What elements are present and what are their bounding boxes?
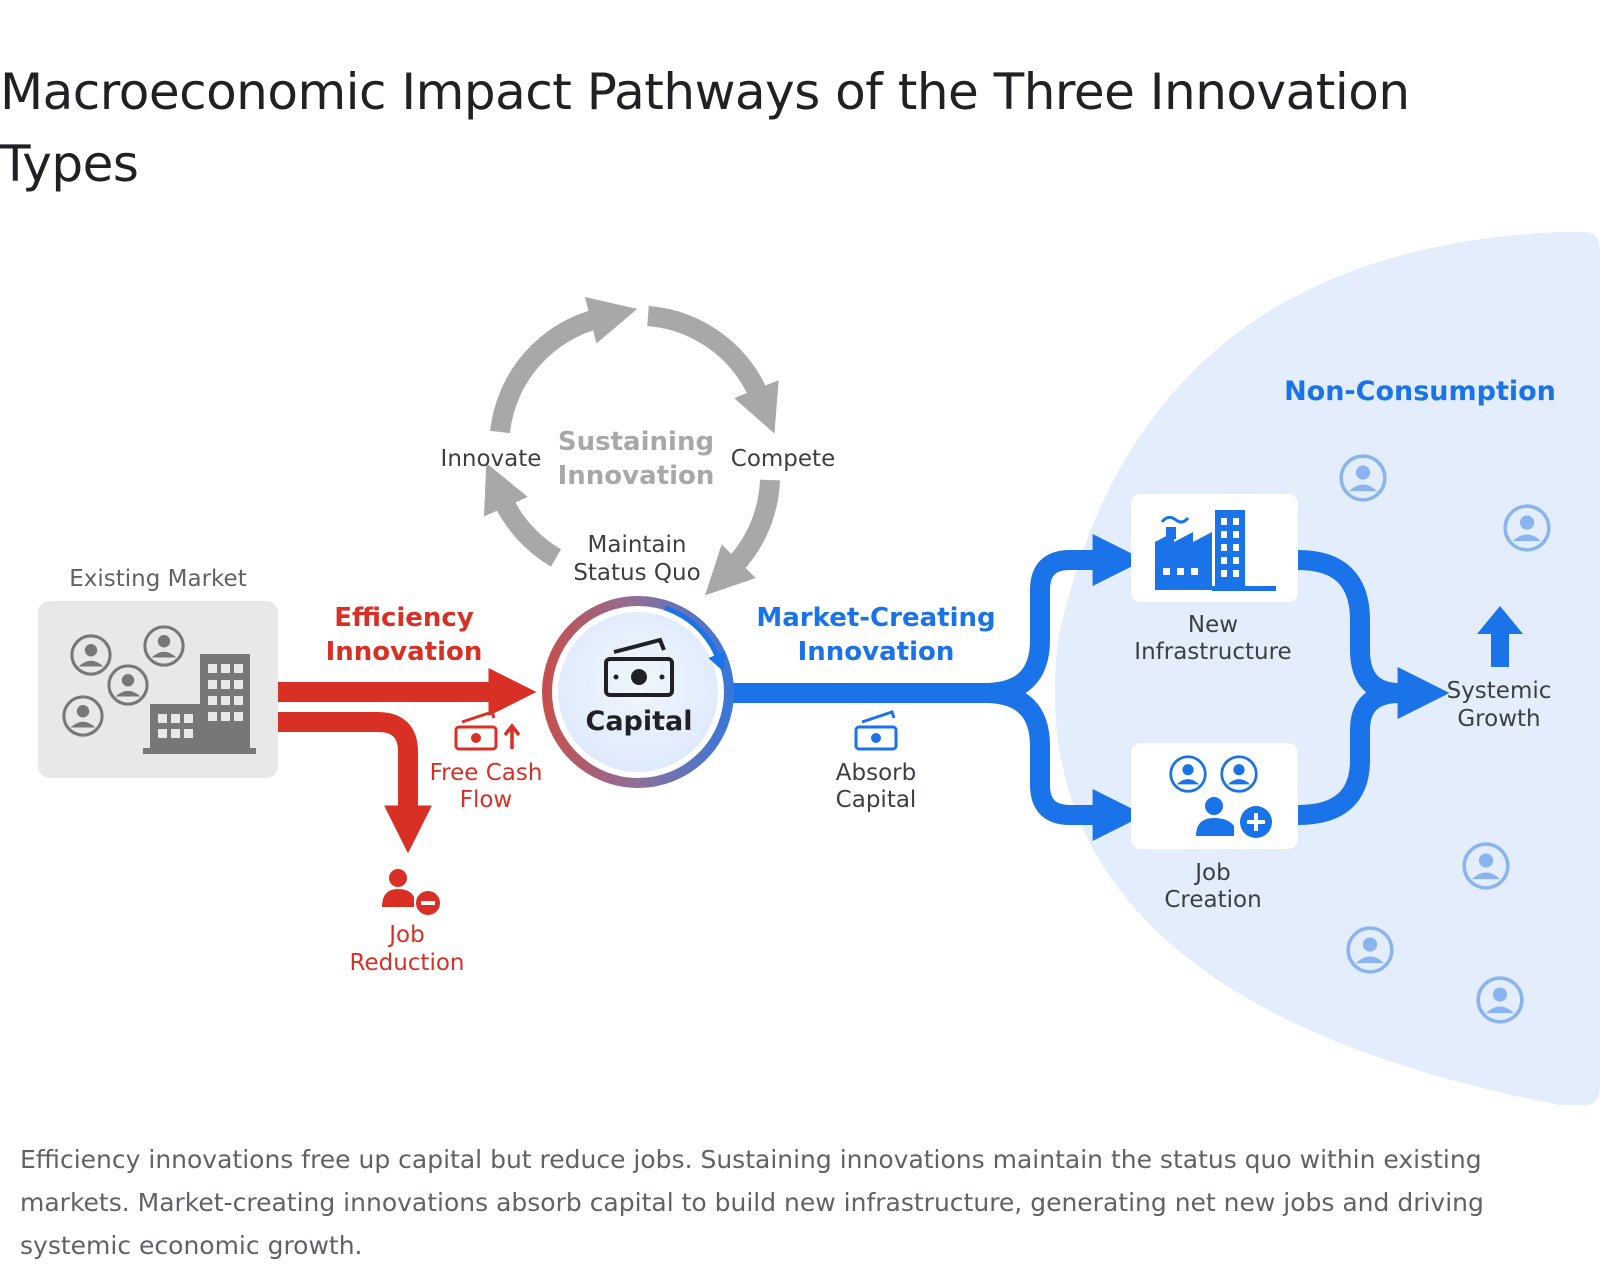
money-icon	[454, 710, 498, 751]
money-icon	[604, 637, 674, 697]
free-cash-flow-line1: Free Cash	[430, 760, 543, 786]
person-plus-icon	[1196, 797, 1272, 838]
maintain-label-line2: Status Quo	[573, 560, 700, 586]
to-job-creation-arrow	[984, 683, 1145, 841]
systemic-growth-line2: Growth	[1457, 706, 1540, 732]
cycle-arrow-icon	[484, 462, 562, 567]
sustaining-cycle	[484, 296, 780, 596]
existing-market-label: Existing Market	[69, 566, 246, 592]
efficiency-title-line1: Efficiency	[334, 603, 474, 633]
systemic-growth-line1: Systemic	[1447, 678, 1552, 704]
absorb-capital-line2: Capital	[836, 787, 917, 813]
free-cash-flow-line2: Flow	[460, 787, 513, 813]
up-arrow-icon	[503, 723, 521, 749]
person-minus-icon	[382, 869, 440, 915]
absorb-capital-line1: Absorb	[836, 760, 916, 786]
up-arrow-icon	[1477, 606, 1523, 667]
capital-cycle-arrow-icon	[664, 605, 726, 672]
sustaining-title-line2: Innovation	[558, 461, 715, 491]
capital-label: Capital	[586, 706, 693, 737]
efficiency-title-line2: Innovation	[326, 637, 483, 667]
job-reduction-line1: Job	[387, 922, 424, 948]
cycle-arrow-icon	[705, 479, 780, 596]
new-infrastructure-line1: New	[1188, 612, 1238, 638]
job-creation-line1: Job	[1193, 860, 1230, 886]
money-icon	[854, 710, 898, 751]
capital-node	[558, 612, 718, 772]
impact-pathways-diagram: Non-Consumption Sustaining Innovation In…	[38, 232, 1600, 1105]
jobs-to-growth-arrow	[1297, 667, 1450, 825]
non-consumption-label: Non-Consumption	[1284, 376, 1556, 407]
maintain-label-line1: Maintain	[588, 532, 687, 558]
factory-icon	[1155, 510, 1276, 591]
job-creation-line2: Creation	[1164, 887, 1261, 913]
diagram-caption: Efficiency innovations free up capital b…	[20, 1145, 1484, 1260]
non-consumption-region	[1054, 232, 1600, 1105]
job-reduction-line2: Reduction	[350, 950, 465, 976]
compete-label: Compete	[731, 446, 835, 472]
page-title: Macroeconomic Impact Pathways of the Thr…	[0, 63, 1410, 193]
market-creating-title-line2: Innovation	[798, 637, 955, 667]
cycle-arrow-icon	[647, 306, 779, 434]
job-reduction-arrow	[278, 712, 433, 854]
market-creating-title-line1: Market-Creating	[756, 603, 995, 633]
capital-ring	[542, 596, 734, 788]
cycle-arrow-icon	[490, 296, 638, 434]
innovate-label: Innovate	[441, 446, 542, 472]
building-icon	[143, 654, 256, 754]
new-infrastructure-line2: Infrastructure	[1134, 639, 1291, 665]
sustaining-title-line1: Sustaining	[558, 427, 714, 457]
